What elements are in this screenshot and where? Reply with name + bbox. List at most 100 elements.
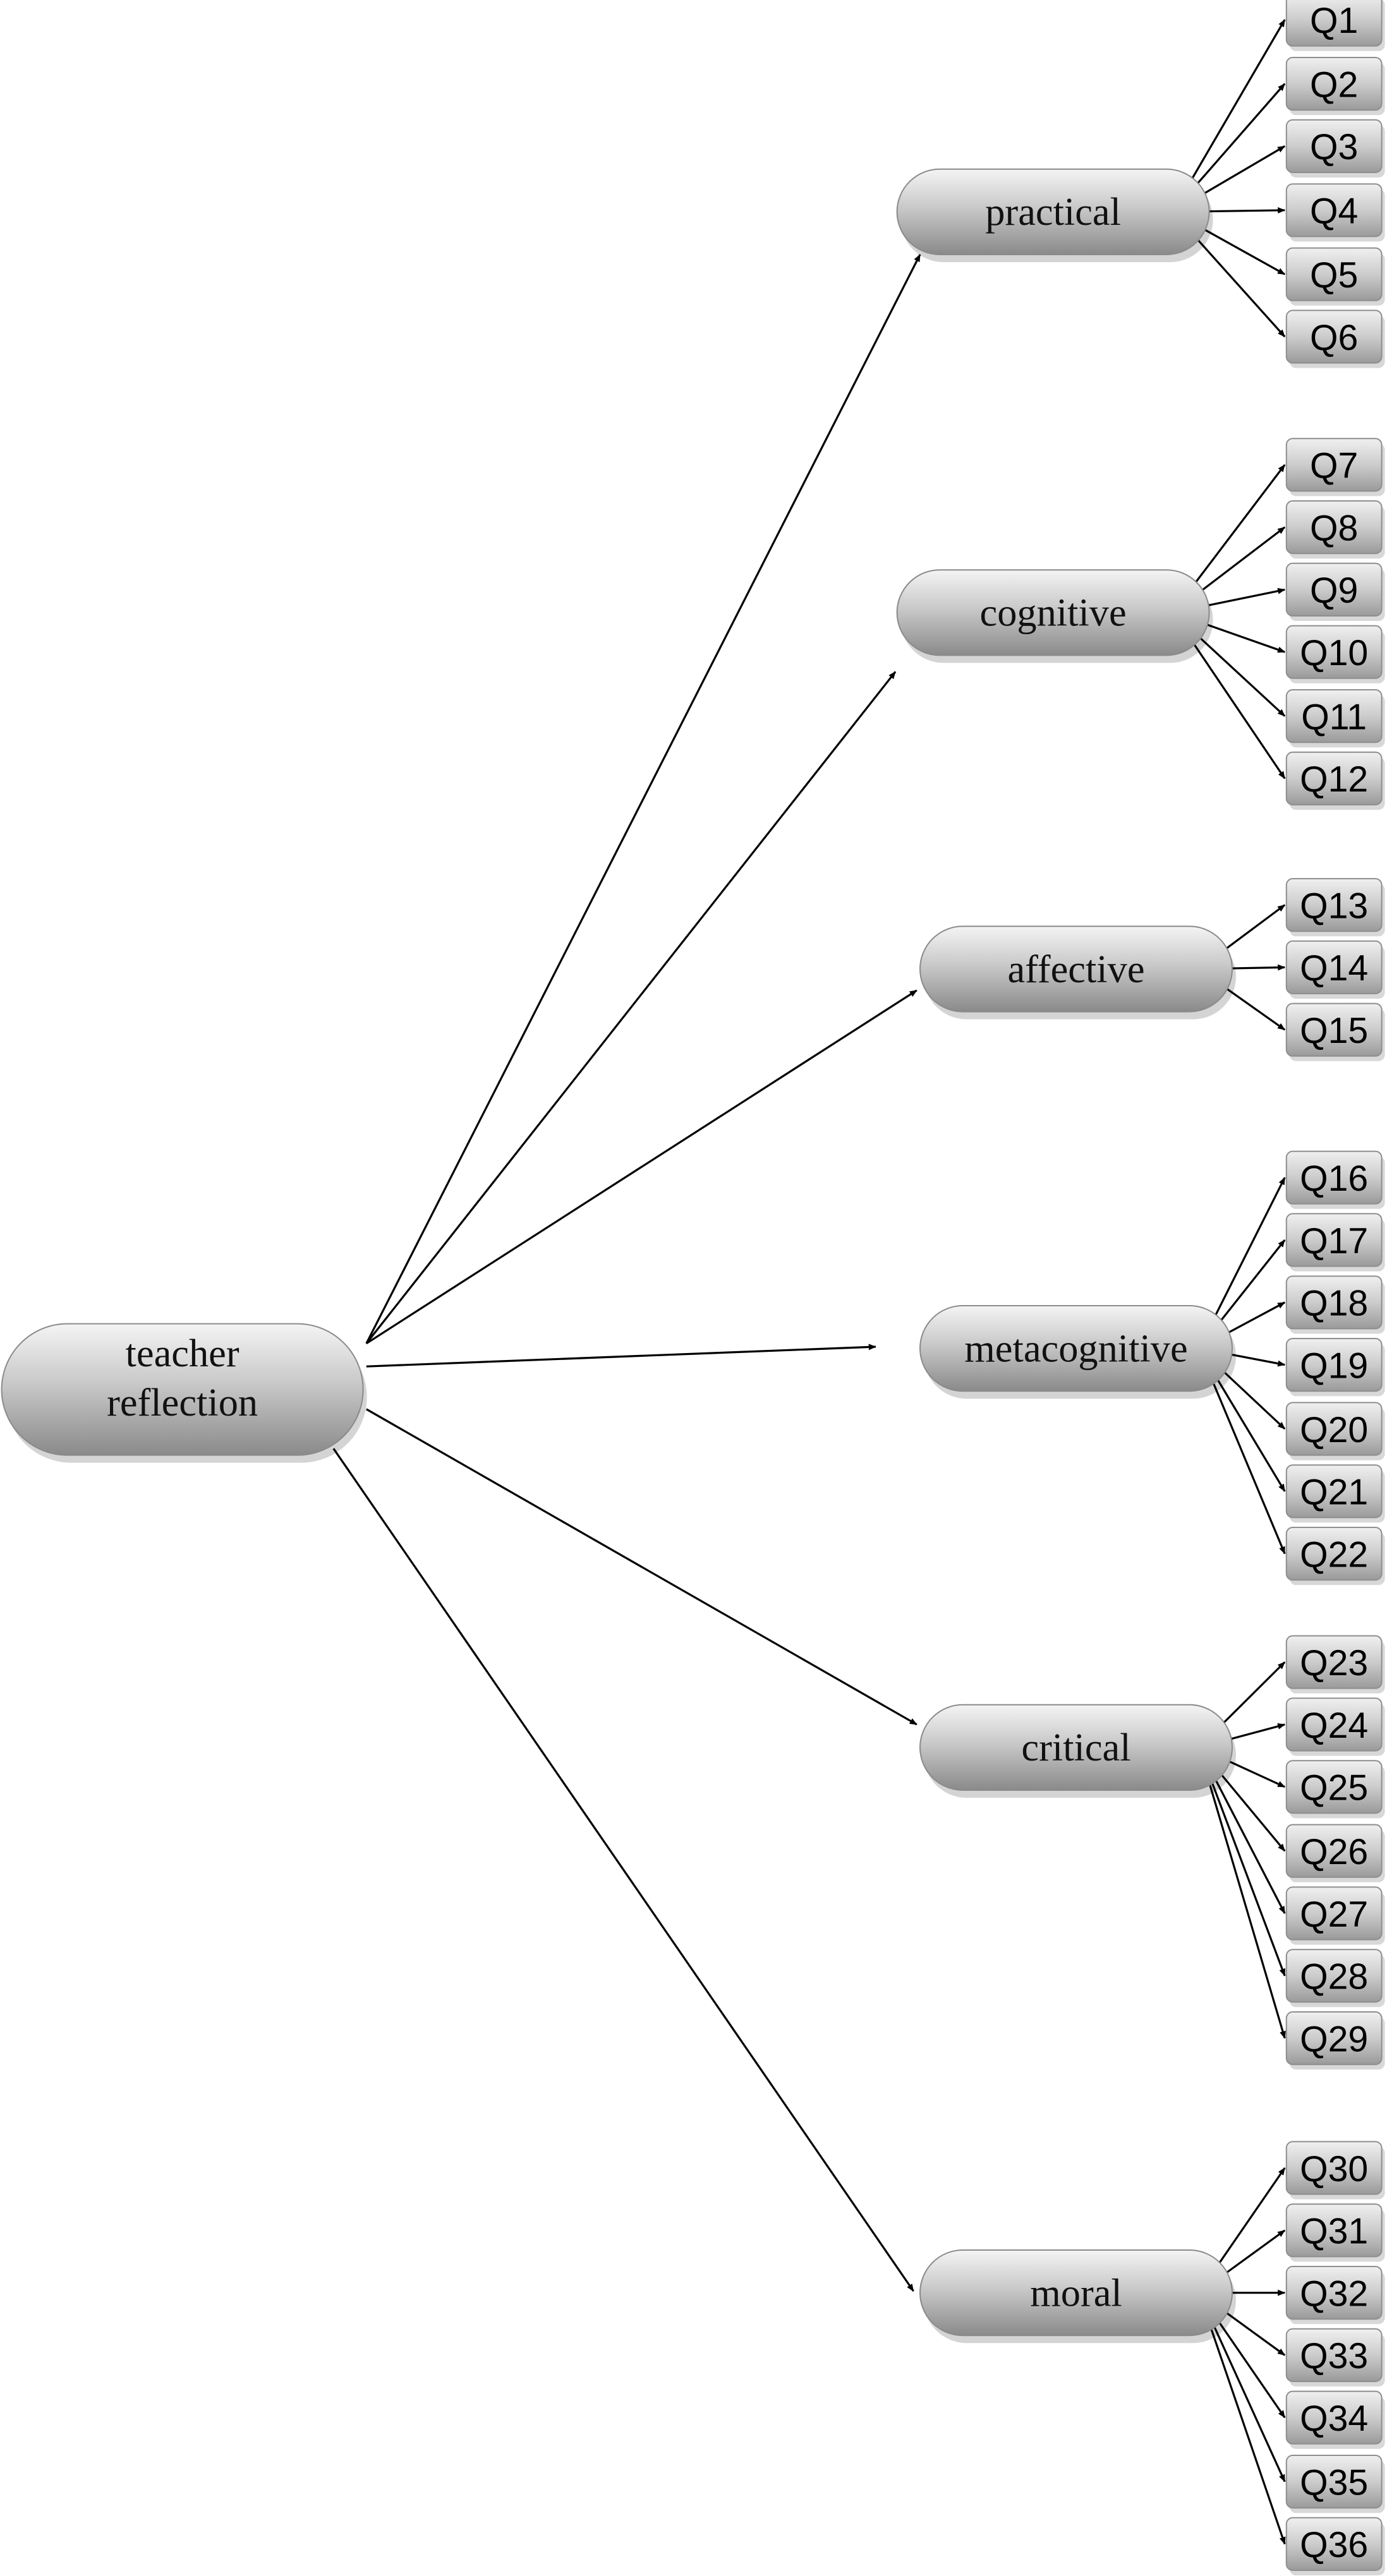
edge-root-to-affective	[365, 989, 918, 1345]
item-box-Q34	[1285, 2390, 1383, 2445]
item-box-Q15	[1285, 1002, 1383, 1057]
item-label-Q27: Q27	[1300, 1894, 1368, 1935]
item-label-Q28: Q28	[1300, 1957, 1368, 1997]
item-box-Q1	[1285, 0, 1383, 47]
item-label-Q1: Q1	[1310, 1, 1358, 41]
item-label-Q18: Q18	[1300, 1284, 1368, 1324]
edge-cognitive-to-Q7	[1185, 464, 1286, 596]
item-label-Q29: Q29	[1300, 2019, 1368, 2059]
item-box-Q36	[1285, 2517, 1383, 2572]
edge-root-to-metacognitive	[366, 1344, 876, 1368]
edge-metacognitive-to-Q21	[1208, 1364, 1286, 1492]
item-box-Q35	[1285, 2455, 1383, 2509]
item-label-Q24: Q24	[1300, 1706, 1368, 1746]
item-label-Q30: Q30	[1300, 2149, 1368, 2189]
edge-metacognitive-to-Q16	[1208, 1177, 1286, 1328]
edge-metacognitive-to-Q17	[1208, 1239, 1286, 1337]
item-box-Q12	[1285, 751, 1383, 806]
item-box-Q23	[1285, 1635, 1383, 1689]
item-box-Q21	[1285, 1464, 1383, 1519]
edge-root-to-cognitive	[365, 671, 897, 1344]
item-box-Q11	[1285, 689, 1383, 743]
item-label-Q35: Q35	[1300, 2462, 1368, 2503]
edge-critical-to-Q28	[1208, 1774, 1286, 1977]
item-box-Q27	[1285, 1886, 1383, 1941]
item-box-Q17	[1285, 1213, 1383, 1267]
edge-cognitive-to-Q11	[1185, 624, 1286, 717]
item-box-Q24	[1285, 1697, 1383, 1752]
item-box-Q32	[1285, 2266, 1383, 2320]
item-label-Q16: Q16	[1300, 1159, 1368, 1199]
edge-moral-to-Q35	[1208, 2314, 1286, 2483]
shape-shadows	[5, 0, 1385, 2575]
edge-practical-to-Q1	[1185, 19, 1286, 190]
edge-metacognitive-to-Q22	[1208, 1372, 1286, 1555]
item-box-Q6	[1285, 310, 1383, 364]
item-box-Q16	[1285, 1150, 1383, 1205]
item-box-Q25	[1285, 1760, 1383, 1814]
item-box-Q29	[1285, 2011, 1383, 2066]
edge-practical-to-Q2	[1185, 83, 1286, 198]
edge-root-to-critical	[366, 1408, 918, 1726]
item-label-Q15: Q15	[1300, 1011, 1368, 1051]
item-box-Q13	[1285, 878, 1383, 932]
item-box-Q33	[1285, 2328, 1383, 2383]
root-node-label-line: reflection	[107, 1381, 258, 1424]
item-box-Q10	[1285, 625, 1383, 679]
item-label-Q4: Q4	[1310, 191, 1358, 232]
factor-node-moral	[919, 2249, 1233, 2337]
factor-label-moral: moral	[1030, 2271, 1122, 2314]
item-label-Q6: Q6	[1310, 318, 1358, 358]
factor-label-practical: practical	[985, 190, 1121, 234]
item-box-Q8	[1285, 500, 1383, 555]
item-label-Q31: Q31	[1300, 2212, 1368, 2252]
item-label-Q19: Q19	[1300, 1345, 1368, 1386]
item-label-Q33: Q33	[1300, 2336, 1368, 2376]
edge-practical-to-Q6	[1185, 226, 1286, 338]
item-label-Q10: Q10	[1300, 633, 1368, 673]
item-box-Q5	[1285, 247, 1383, 301]
item-box-Q18	[1285, 1275, 1383, 1330]
item-label-Q36: Q36	[1300, 2525, 1368, 2565]
factor-label-metacognitive: metacognitive	[964, 1327, 1187, 1370]
item-box-Q26	[1285, 1824, 1383, 1878]
factor-node-affective	[919, 925, 1233, 1013]
item-box-Q7	[1285, 438, 1383, 492]
item-label-Q11: Q11	[1301, 697, 1367, 737]
item-box-Q28	[1285, 1949, 1383, 2003]
item-label-Q26: Q26	[1300, 1832, 1368, 1872]
factor-label-affective: affective	[1007, 948, 1144, 991]
factor-node-metacognitive	[919, 1305, 1233, 1392]
item-box-Q4	[1285, 183, 1383, 238]
root-node	[1, 1323, 364, 1456]
edge-root-to-moral	[332, 1448, 914, 2292]
factor-label-critical: critical	[1021, 1726, 1130, 1769]
item-label-Q12: Q12	[1300, 759, 1368, 800]
item-label-Q34: Q34	[1300, 2398, 1368, 2439]
item-label-Q32: Q32	[1300, 2273, 1368, 2314]
item-label-Q9: Q9	[1310, 570, 1358, 611]
edge-root-to-practical	[365, 254, 921, 1344]
item-box-Q2	[1285, 57, 1383, 111]
item-box-Q9	[1285, 562, 1383, 617]
item-label-Q22: Q22	[1300, 1534, 1368, 1575]
item-label-Q21: Q21	[1300, 1472, 1368, 1513]
factor-label-cognitive: cognitive	[980, 591, 1127, 635]
item-box-Q19	[1285, 1338, 1383, 1392]
item-box-Q3	[1285, 119, 1383, 173]
edge-critical-to-Q27	[1208, 1767, 1286, 1914]
item-label-Q2: Q2	[1310, 64, 1358, 105]
item-label-Q20: Q20	[1300, 1410, 1368, 1450]
factor-node-cognitive	[896, 569, 1210, 656]
edge-cognitive-to-Q12	[1185, 632, 1286, 779]
item-label-Q25: Q25	[1300, 1768, 1368, 1809]
edge-moral-to-Q30	[1208, 2167, 1286, 2278]
factor-node-critical	[919, 1704, 1233, 1791]
item-label-Q3: Q3	[1310, 127, 1358, 167]
item-label-Q23: Q23	[1300, 1643, 1368, 1683]
item-label-Q14: Q14	[1300, 948, 1368, 989]
item-label-Q13: Q13	[1300, 886, 1368, 926]
item-label-Q7: Q7	[1310, 446, 1358, 486]
